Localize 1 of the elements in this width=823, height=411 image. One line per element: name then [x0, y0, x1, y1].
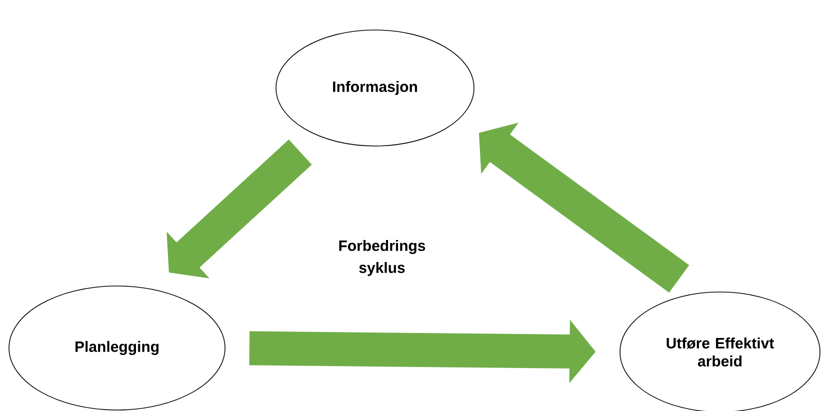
center-label: Forbedrings syklus — [339, 240, 426, 276]
